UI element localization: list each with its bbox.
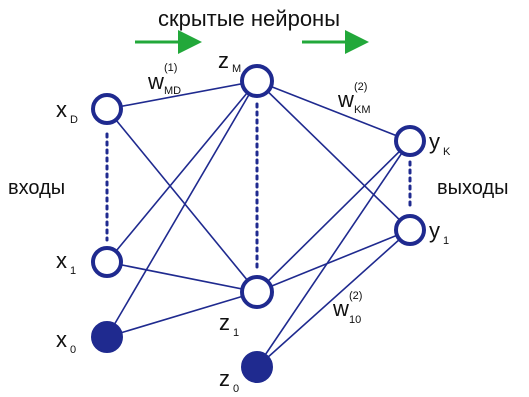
outputs-label: выходы — [437, 177, 509, 199]
label-x0: x 0 — [56, 327, 76, 356]
label-z1: z 1 — [219, 310, 239, 339]
node-x1 — [91, 246, 123, 278]
edge-xD-z1 — [106, 108, 258, 293]
edge-x0-z1 — [106, 291, 258, 338]
svg-text:w: w — [337, 87, 354, 112]
svg-text:0: 0 — [233, 383, 239, 395]
edge-zM-yK — [256, 80, 411, 142]
svg-text:1: 1 — [70, 265, 76, 277]
label-yK: y K — [429, 129, 451, 158]
svg-text:0: 0 — [70, 344, 76, 356]
node-z1 — [240, 275, 274, 309]
node-y1 — [394, 214, 426, 246]
node-yK — [394, 125, 426, 157]
edge-z1-y1 — [256, 229, 411, 293]
svg-text:x: x — [56, 97, 67, 122]
weight-label-w2-10: w (2) 10 — [332, 290, 362, 326]
svg-text:10: 10 — [349, 314, 361, 326]
edge-xD-zM — [106, 80, 258, 110]
node-x0-bias — [91, 321, 123, 353]
svg-text:y: y — [429, 129, 440, 154]
edge-z1-yK — [256, 140, 411, 293]
edge-z0-yK — [256, 140, 411, 368]
svg-text:(2): (2) — [354, 81, 367, 93]
svg-text:K: K — [443, 146, 451, 158]
svg-text:y: y — [429, 218, 440, 243]
svg-text:z: z — [219, 310, 230, 335]
svg-text:MD: MD — [164, 85, 181, 97]
svg-text:w: w — [147, 69, 164, 94]
svg-text:(2): (2) — [349, 290, 362, 302]
edge-x1-z1 — [106, 261, 258, 293]
label-xD: x D — [56, 97, 78, 126]
label-x1: x 1 — [56, 248, 76, 277]
node-z0-bias — [241, 351, 273, 383]
node-zM — [240, 64, 274, 98]
svg-text:D: D — [70, 114, 78, 126]
svg-text:x: x — [56, 248, 67, 273]
svg-text:M: M — [232, 63, 241, 75]
label-z0: z 0 — [219, 366, 239, 395]
svg-text:1: 1 — [443, 235, 449, 247]
edge-zM-y1 — [256, 80, 411, 231]
hidden-neurons-label: скрытые нейроны — [158, 6, 340, 31]
inputs-label: входы — [8, 177, 65, 199]
edge-z0-y1 — [256, 229, 411, 368]
label-y1: y 1 — [429, 218, 449, 247]
svg-text:w: w — [332, 296, 349, 321]
svg-text:KM: KM — [354, 104, 371, 116]
svg-text:1: 1 — [233, 327, 239, 339]
weight-label-w1-MD: w (1) MD — [147, 62, 181, 97]
edge-x0-zM — [106, 80, 258, 338]
svg-text:z: z — [218, 48, 229, 73]
edge-x1-zM — [106, 80, 258, 263]
weight-label-w2-KM: w (2) KM — [337, 81, 371, 116]
svg-text:z: z — [219, 366, 230, 391]
svg-text:(1): (1) — [164, 62, 177, 74]
node-xD — [91, 93, 123, 125]
label-zM: z M — [218, 48, 241, 75]
svg-text:x: x — [56, 327, 67, 352]
